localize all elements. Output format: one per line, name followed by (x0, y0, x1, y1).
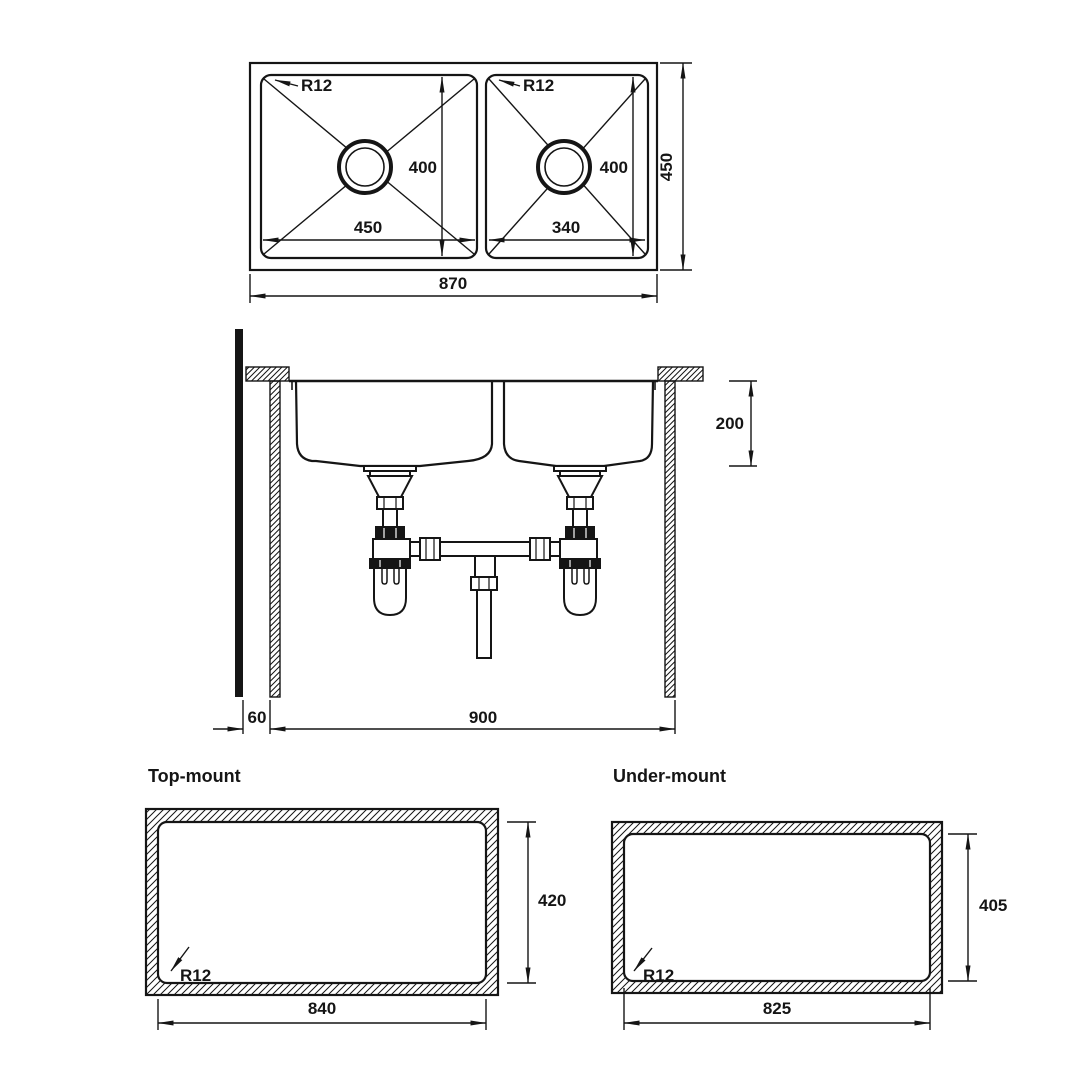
sink-outer-rim-outline (248, 61, 659, 272)
section-view: 200 60 900 (213, 329, 757, 734)
left-bowl-width-dim: 450 (262, 218, 476, 243)
undermount-radius-label: R12 (643, 966, 674, 985)
left-bowl-section (294, 380, 494, 468)
left-drain (337, 139, 393, 195)
bowl-depth-dim: 200 (716, 380, 757, 467)
left-bowl-radius-label: R12 (301, 76, 332, 95)
right-bowl-outline (484, 73, 650, 260)
topmount-radius-callout: R12 (170, 946, 211, 985)
cabinet-panel-left (269, 380, 281, 698)
waste-pipe-assembly (409, 537, 561, 659)
left-bowl-radius-callout: R12 (274, 76, 332, 95)
right-bowl-radius-label: R12 (523, 76, 554, 95)
base-dims: 60 900 (213, 700, 676, 734)
topmount-cutout-outline (156, 820, 488, 985)
top-view: 400 450 R12 400 340 R12 870 (248, 61, 692, 303)
left-bowl-depth-label: 400 (409, 158, 437, 177)
undermount-title: Under-mount (613, 766, 726, 786)
left-bowl-depth-dim: 400 (409, 76, 445, 257)
right-bowl-section (502, 380, 655, 468)
right-bowl-depth-label: 400 (600, 158, 628, 177)
cabinet-panel-right (664, 380, 676, 698)
topmount-depth-dim: 420 (507, 821, 566, 984)
topmount-cutout: Top-mount R12 420 840 (144, 766, 566, 1030)
wall-line (235, 329, 243, 697)
right-bowl-depth-dim: 400 (600, 76, 636, 257)
undermount-depth-label: 405 (979, 896, 1007, 915)
left-drain-assembly (363, 465, 417, 617)
wall-offset-label: 60 (248, 708, 267, 727)
topmount-width-dim: 840 (157, 999, 487, 1030)
overall-width-dim: 870 (249, 274, 658, 303)
topmount-depth-label: 420 (538, 891, 566, 910)
overall-depth-dim: 450 (657, 62, 692, 271)
topmount-radius-label: R12 (180, 966, 211, 985)
undermount-width-dim: 825 (623, 988, 931, 1030)
overall-width-label: 870 (439, 274, 467, 293)
undermount-cutout: Under-mount R12 405 825 (610, 766, 1007, 1030)
undermount-width-label: 825 (763, 999, 791, 1018)
right-bowl-radius-callout: R12 (498, 76, 554, 95)
left-bowl-width-label: 450 (354, 218, 382, 237)
cabinet-width-label: 900 (469, 708, 497, 727)
right-drain-assembly (553, 465, 607, 617)
right-drain (536, 139, 592, 195)
undermount-depth-dim: 405 (948, 833, 1007, 982)
right-bowl-width-dim: 340 (488, 218, 646, 243)
undermount-radius-callout: R12 (633, 947, 674, 985)
right-bowl-width-label: 340 (552, 218, 580, 237)
topmount-width-label: 840 (308, 999, 336, 1018)
overall-depth-label: 450 (657, 153, 676, 181)
countertop-left (245, 366, 290, 382)
bowl-depth-label: 200 (716, 414, 744, 433)
countertop-right (657, 366, 704, 382)
topmount-title: Top-mount (148, 766, 241, 786)
undermount-cutout-outline (622, 832, 932, 983)
left-bowl-outline (259, 73, 479, 260)
